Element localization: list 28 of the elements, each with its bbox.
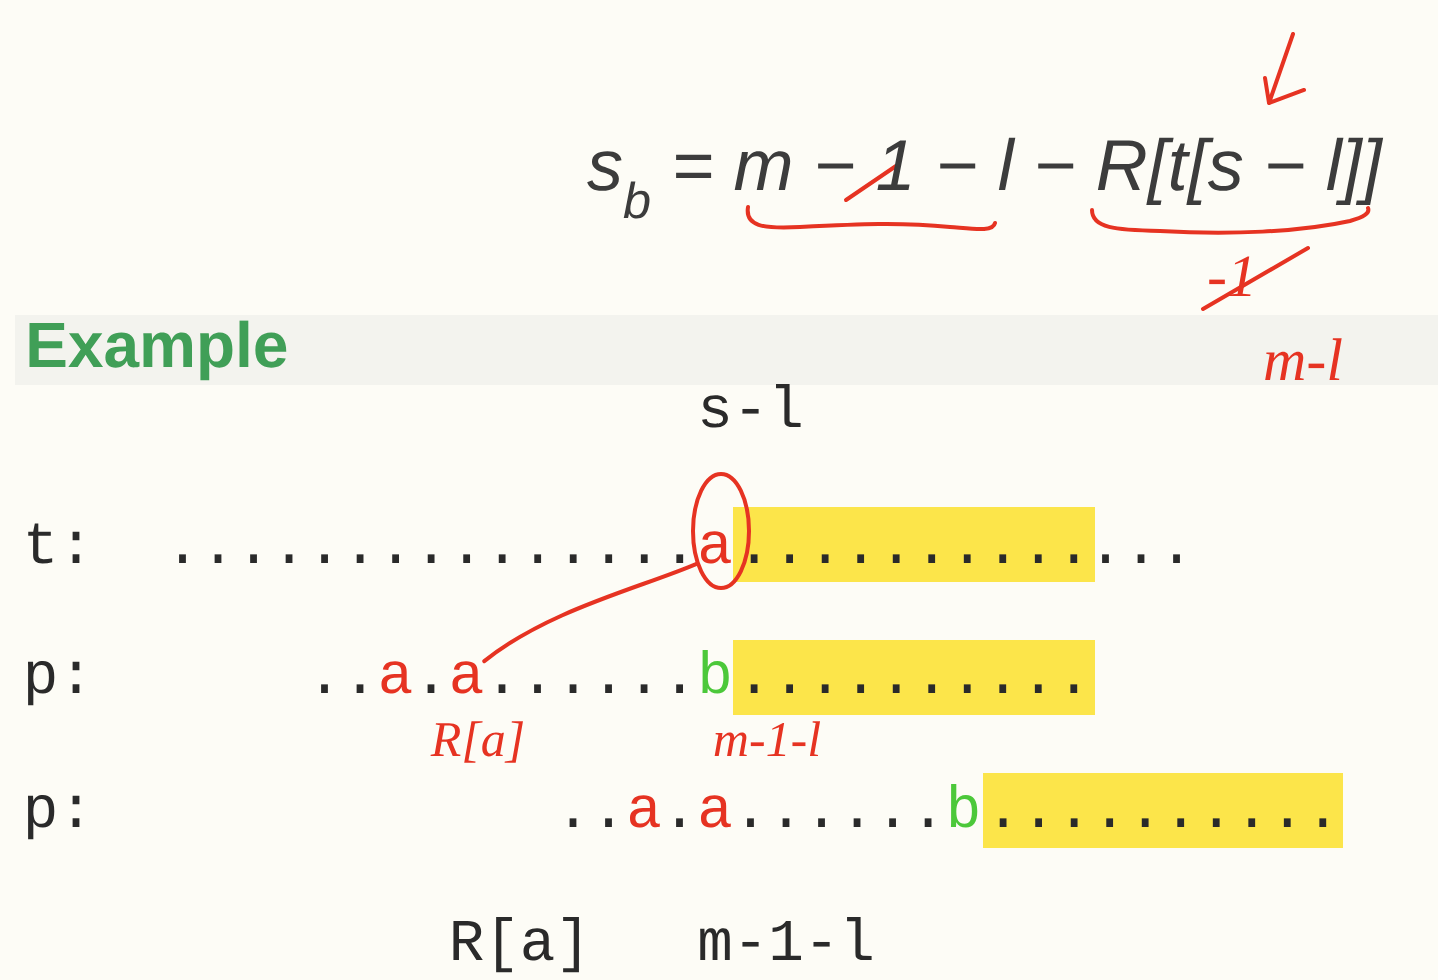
- dot-sequence: ...: [1102, 554, 1180, 563]
- highlight-window: ..........: [733, 640, 1095, 715]
- highlight-window: ..........: [983, 773, 1343, 848]
- row-label: p:: [27, 795, 80, 840]
- letter: a: [700, 795, 731, 828]
- handwritten-note: m-1-l: [714, 721, 821, 756]
- leader-line: [482, 561, 700, 664]
- column-label: m-1-l: [700, 917, 872, 960]
- handwritten-note: R[a]: [430, 721, 523, 763]
- row-label: p:: [27, 661, 80, 706]
- handwritten-note: m-l: [1265, 338, 1342, 380]
- dot-sequence: ...............: [179, 554, 684, 563]
- dot-text: .: [427, 684, 435, 693]
- dot-sequence: ......: [498, 684, 683, 693]
- highlight-window: ..........: [733, 507, 1095, 582]
- circled-letter: a: [691, 472, 751, 590]
- dot-sequence: ..: [321, 684, 364, 693]
- letter: a: [452, 661, 483, 694]
- row-label: t:: [28, 523, 80, 564]
- column-label: s-l: [702, 384, 801, 428]
- letter: a: [381, 661, 412, 694]
- dot-sequence: ......: [747, 818, 932, 827]
- dot-text: .: [676, 818, 683, 827]
- letter: b: [950, 784, 978, 828]
- column-label: R[a]: [453, 917, 579, 973]
- letter: b: [702, 650, 729, 694]
- dot-sequence: ..: [569, 818, 612, 827]
- letter: a: [629, 795, 660, 828]
